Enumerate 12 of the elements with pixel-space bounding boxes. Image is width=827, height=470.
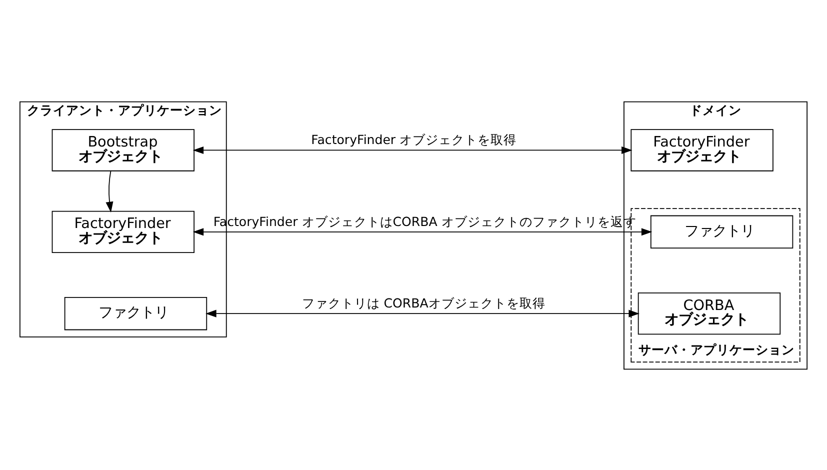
arrow <box>192 228 652 236</box>
node-box: FactoryFinder オブジェクト <box>52 210 194 252</box>
edge-label: FactoryFinder オブジェクトを取得 <box>311 132 517 147</box>
node-box: Bootstrap オブジェクト <box>52 128 194 171</box>
node-box: ファクトリ <box>64 296 208 330</box>
arrow <box>192 146 632 154</box>
node-box: CORBA オブジェクト <box>638 292 781 334</box>
node-box: ファクトリ <box>650 214 794 248</box>
arrow <box>106 170 114 212</box>
node-box: FactoryFinder オブジェクト <box>630 128 774 171</box>
edge-label: ファクトリは CORBAオブジェクトを取得 <box>302 294 546 310</box>
arrow <box>206 309 640 317</box>
